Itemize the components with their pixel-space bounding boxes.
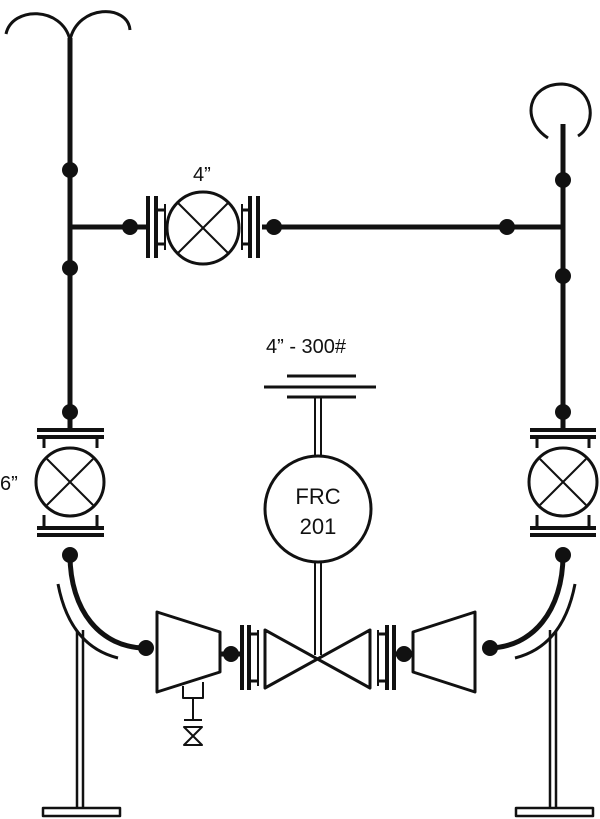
instrument-bubble <box>263 454 373 564</box>
bypass-valve <box>146 190 260 266</box>
right-reducer <box>411 610 477 694</box>
isolation-valve-size-label: 6” <box>0 473 18 495</box>
bypass-valve-size-label: 4” <box>193 164 211 186</box>
valve-stem <box>314 397 322 655</box>
control-valve-rating-label: 4” - 300# <box>266 336 347 358</box>
left-elbow-pipe <box>67 554 147 651</box>
right-isolation-valve <box>527 428 599 537</box>
control-valve-outlet-flange <box>377 625 396 690</box>
weld-points <box>62 162 571 662</box>
control-valve-body <box>263 628 372 690</box>
right-elbow-pipe <box>487 554 566 651</box>
inlet-hook-left <box>4 10 132 41</box>
drain-valve <box>183 698 203 746</box>
left-support-shoe <box>56 583 119 660</box>
right-pipe-support <box>514 630 595 818</box>
instrument-tag-number: 201 <box>300 514 337 539</box>
outlet-hook-right <box>529 82 592 140</box>
control-valve-inlet-flange <box>240 625 259 690</box>
right-support-shoe <box>514 583 577 660</box>
left-reducer <box>155 610 222 699</box>
instrument-tag-function: FRC <box>295 484 340 509</box>
left-isolation-valve <box>34 428 106 537</box>
orifice-plate-symbol <box>264 374 376 399</box>
left-pipe-support <box>41 630 122 818</box>
